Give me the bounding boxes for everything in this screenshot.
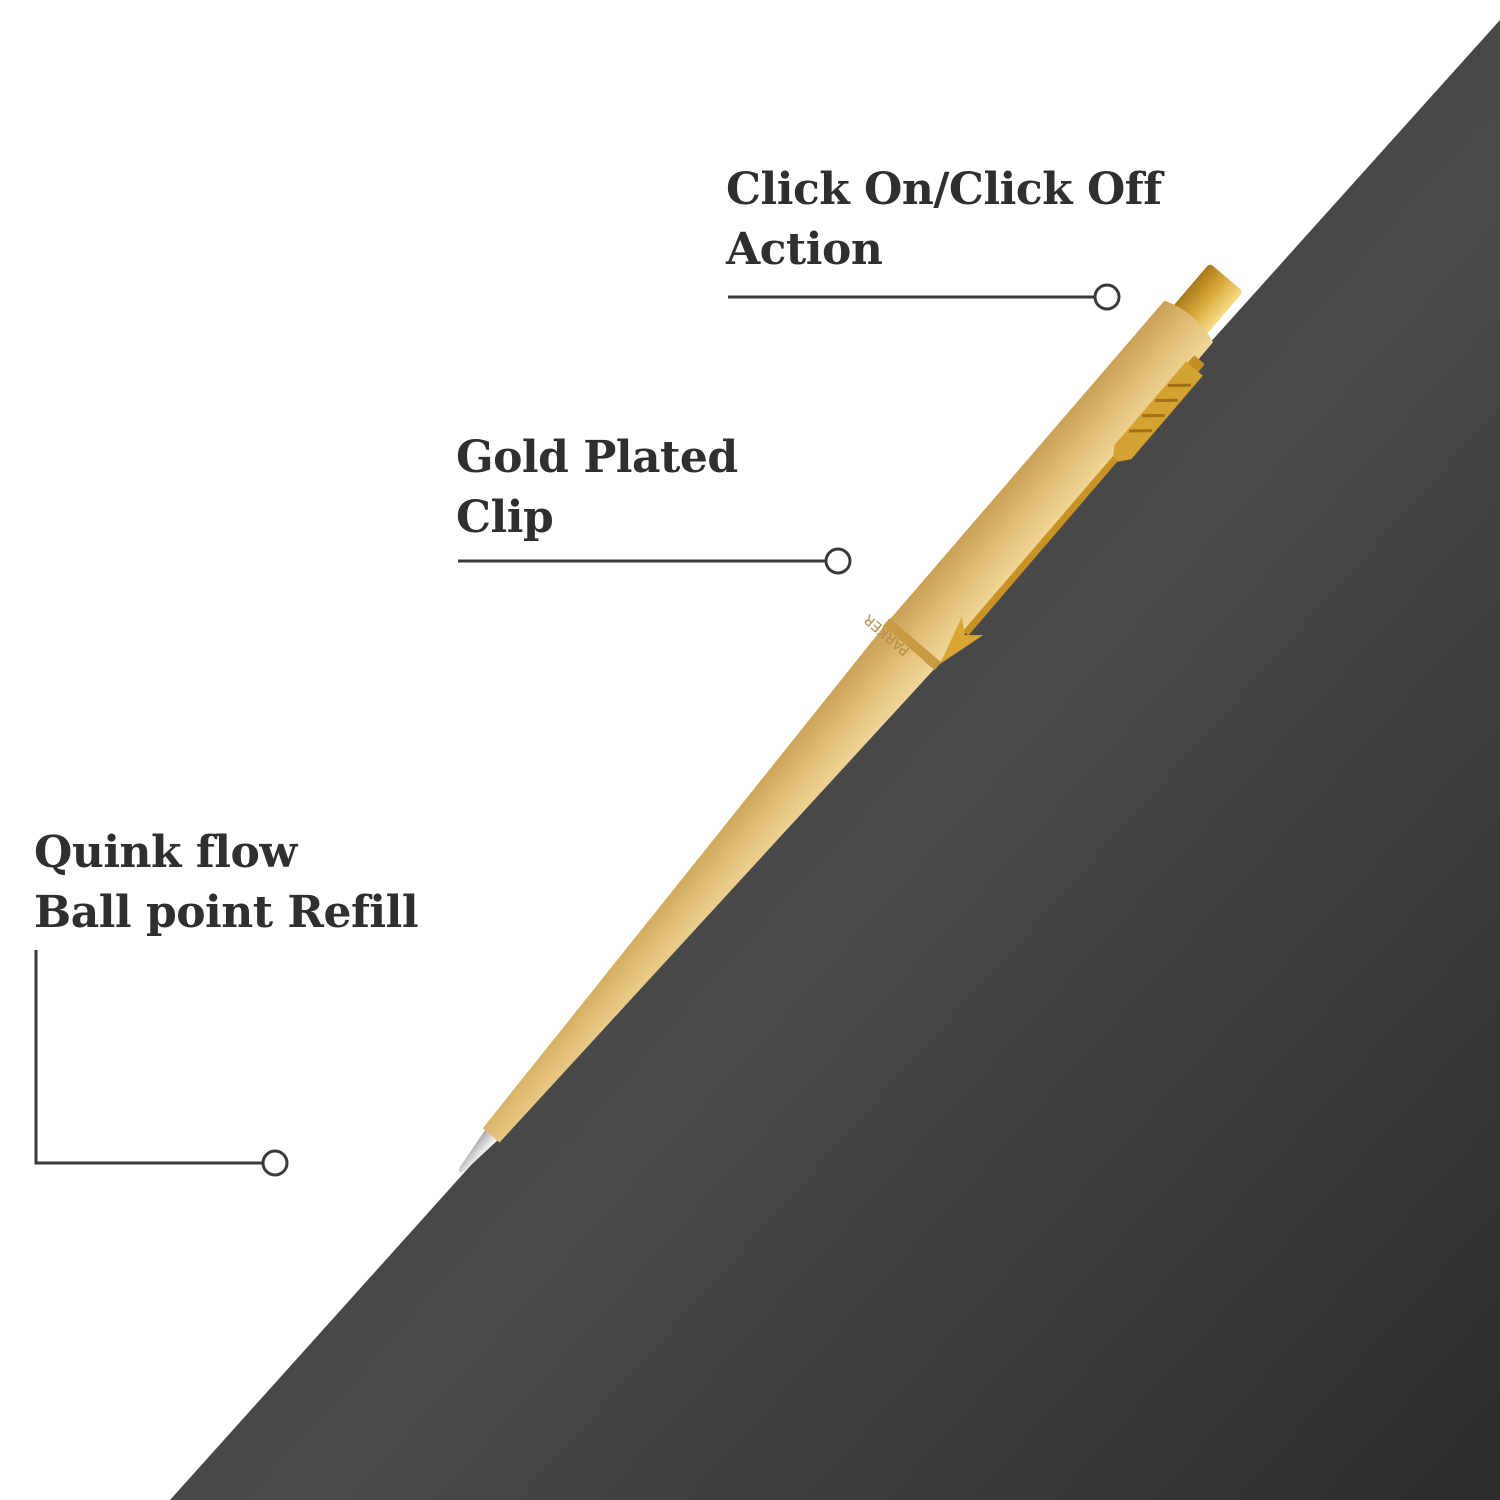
callout-refill-connector [34,950,289,1177]
callout-click-action-label: Click On/Click Off Action [726,160,1162,280]
pen-upper-barrel [889,300,1214,664]
callout-line: Quink flow [34,827,297,878]
callout-line: Ball point Refill [34,887,419,938]
arrow-clip-icon [939,355,1204,664]
callout-line: Clip [456,492,554,543]
pen-trim-ring [883,618,942,671]
callout-marker [1093,283,1121,311]
callout-click-action-connector [728,283,1121,311]
callout-line: Gold Plated [456,432,738,483]
callout-marker [261,1149,289,1177]
pen-lower-barrel [482,626,934,1143]
callout-line: Click On/Click Off [726,164,1162,215]
callout-gold-clip-label: Gold Plated Clip [456,428,738,548]
ballpoint-tip-icon [459,1130,498,1173]
callout-marker [824,547,852,575]
callout-refill-label: Quink flow Ball point Refill [34,823,419,943]
callout-line: Action [726,224,883,275]
callout-clip-connector [458,547,852,575]
pen: PARKER [459,264,1242,1173]
